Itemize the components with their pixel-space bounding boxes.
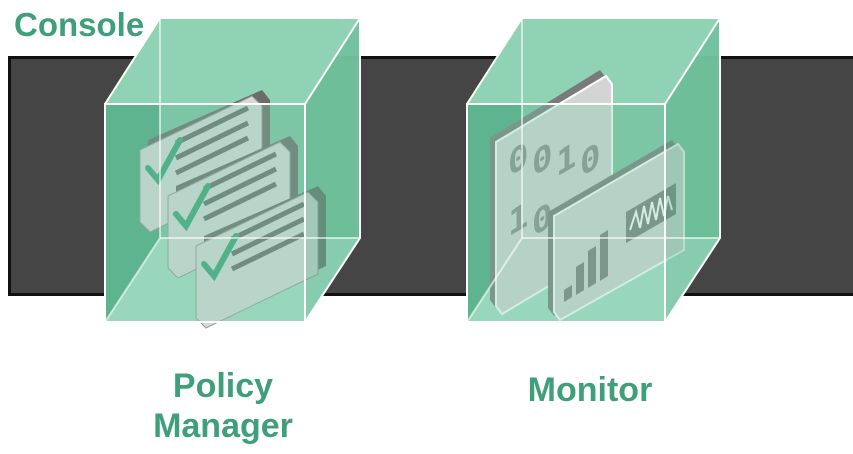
policy-manager-label: Policy Manager <box>118 366 328 446</box>
console-title: Console <box>14 6 145 43</box>
chart-panel-icon <box>548 140 685 322</box>
policy-manager-label-line2: Manager <box>153 407 293 446</box>
binary-digit: 0 <box>532 194 552 246</box>
bar-chart-icon <box>564 230 608 302</box>
monitor-label: Monitor <box>527 371 653 409</box>
binary-digit: 0 <box>508 133 528 185</box>
policy-manager-cube <box>104 17 362 329</box>
binary-digit: 1 <box>508 193 528 245</box>
binary-digit: 0 <box>580 134 600 186</box>
binary-digit: 1 <box>556 134 576 186</box>
check-icon <box>173 183 211 232</box>
monitor-cube: 0 0 1 0 1 0 1 1 <box>466 17 722 323</box>
check-icon <box>201 233 239 282</box>
policy-manager-label-line1: Policy <box>172 367 274 405</box>
policy-document-icon <box>195 186 326 329</box>
check-icon <box>145 137 183 186</box>
binary-digit: 0 <box>532 134 552 186</box>
